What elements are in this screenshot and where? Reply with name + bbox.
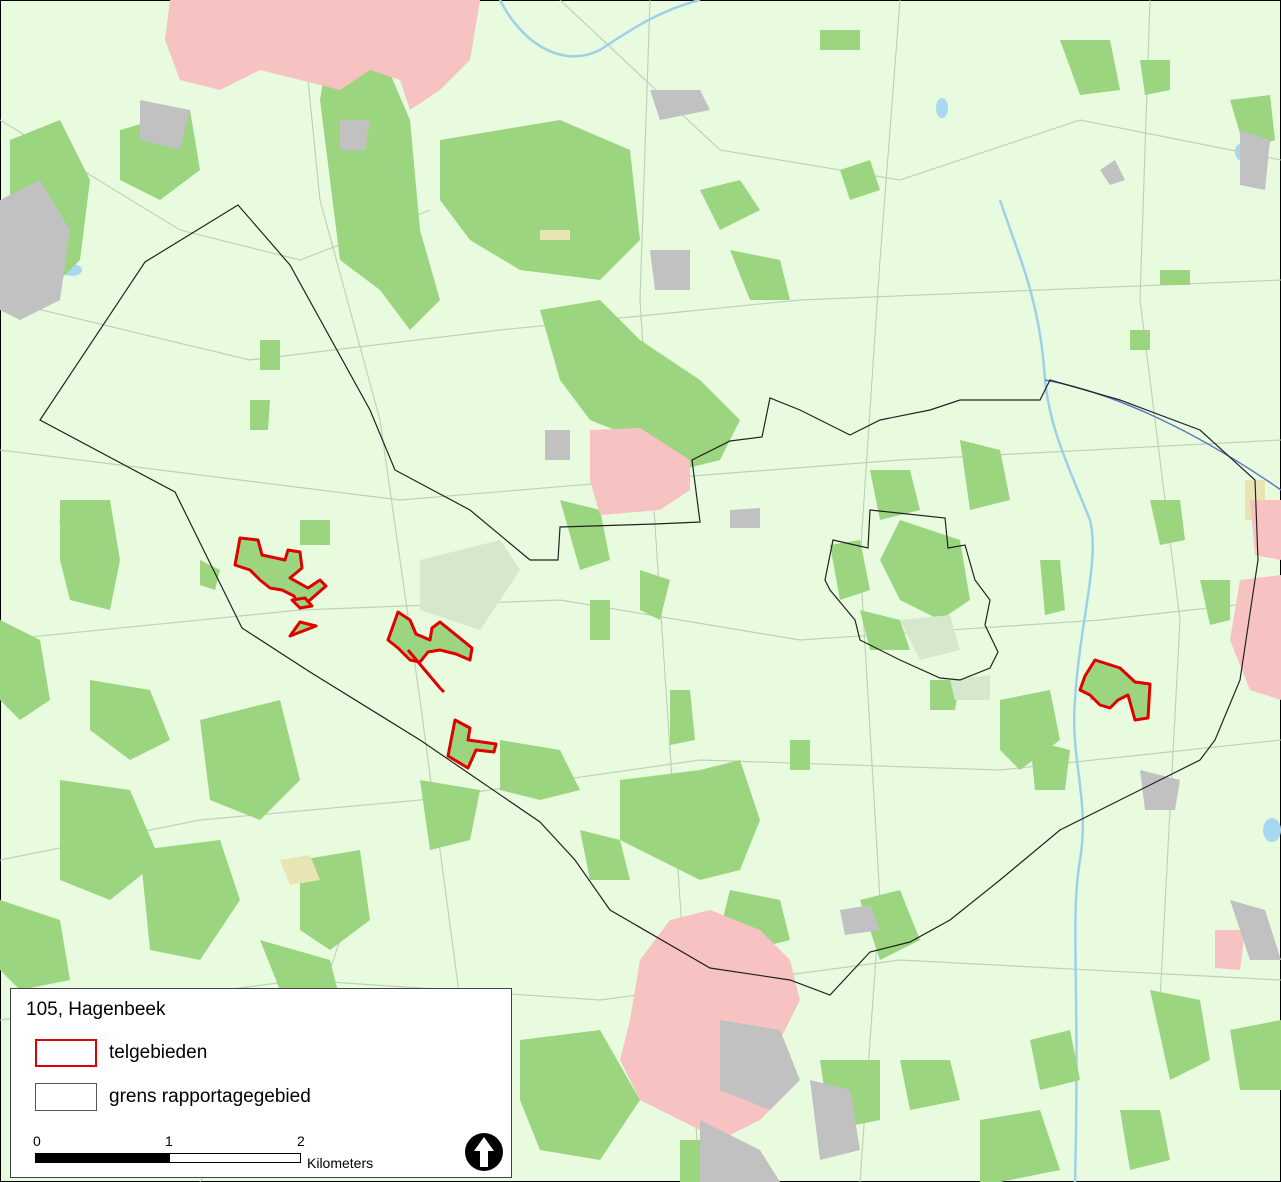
- urban-center: [590, 428, 690, 515]
- scale-segment-white: [169, 1153, 301, 1163]
- legend-swatch-grens: [35, 1083, 97, 1111]
- river-top: [498, 0, 701, 58]
- boundary-main: [39, 204, 1259, 996]
- meadow-areas: [420, 540, 990, 700]
- legend-label-telgebieden: telgebieden: [109, 1042, 208, 1063]
- legend-item-grens: grens rapportagegebied: [35, 1083, 495, 1115]
- scale-tick-1: 1: [165, 1133, 173, 1149]
- legend-label-grens: grens rapportagegebied: [109, 1086, 311, 1107]
- scale-tick-2: 2: [297, 1133, 305, 1149]
- legend-swatch-telgebieden: [35, 1039, 97, 1067]
- urban-east: [1230, 575, 1281, 700]
- river-east: [998, 199, 1094, 1182]
- industrial-areas: [0, 90, 1281, 1182]
- scale-segment-black: [35, 1153, 169, 1163]
- legend-title: 105, Hagenbeek: [26, 999, 166, 1020]
- map-legend: 105, Hagenbeek telgebieden grens rapport…: [10, 988, 512, 1178]
- scale-unit: Kilometers: [307, 1155, 374, 1171]
- north-arrow-icon: [465, 1133, 503, 1171]
- scale-tick-0: 0: [33, 1133, 41, 1149]
- urban-north: [165, 0, 480, 110]
- scale-bar: 0 1 2 Kilometers: [33, 1133, 415, 1173]
- telgebieden-areas: [233, 536, 1152, 770]
- legend-item-telgebieden: telgebieden: [35, 1039, 495, 1071]
- boundary-enclave: [824, 509, 999, 681]
- report-area-boundary: [39, 204, 1259, 996]
